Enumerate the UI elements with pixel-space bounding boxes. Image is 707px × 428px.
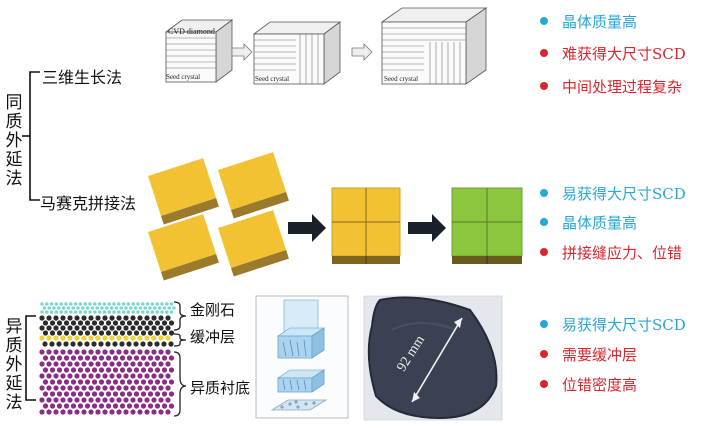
bullet-3d-1-dot (540, 17, 548, 25)
bullet-hetero-1-dot (540, 320, 548, 328)
diamond-wafer-photo (363, 295, 503, 421)
bullet-hetero-2-dot (540, 350, 548, 358)
bullet-mosaic-3-dot (540, 248, 548, 256)
bullet-mosaic-2: 晶体质量高 (562, 214, 638, 232)
homoepitaxy-label: 同质外延法 (5, 93, 23, 189)
method-mosaic-label: 马赛克拼接法 (40, 194, 137, 213)
seed-crystal-label-3: Seed crystal (384, 75, 419, 83)
heteroepitaxy-label: 异质外延法 (5, 317, 23, 413)
bullet-mosaic-3: 拼接缝应力、位错 (562, 244, 683, 262)
bullet-hetero-1: 易获得大尺寸SCD (562, 316, 686, 334)
bullet-3d-1: 晶体质量高 (562, 13, 638, 31)
seed-crystal-label-1: Seed crystal (166, 73, 201, 81)
mosaic-tiles (148, 152, 289, 281)
method-3d-growth-label: 三维生长法 (42, 68, 123, 87)
bullet-mosaic-2-dot (540, 218, 548, 226)
bullet-mosaic-1: 易获得大尺寸SCD (562, 185, 686, 203)
atomic-lattice (39, 302, 176, 415)
mosaic-arrow-1 (288, 214, 326, 242)
bullet-hetero-3-dot (540, 380, 548, 388)
bullet-3d-3: 中间处理过程复杂 (562, 78, 683, 96)
3d-growth-block-3 (380, 7, 488, 85)
mosaic-assembled (331, 187, 401, 264)
3d-growth-arrow-2 (351, 43, 373, 61)
layer-buffer-label: 缓冲层 (190, 328, 236, 346)
mosaic-grown (451, 187, 523, 264)
bullet-hetero-3: 位错密度高 (562, 376, 638, 394)
bullet-3d-3-dot (540, 82, 548, 90)
bullet-hetero-2: 需要缓冲层 (562, 346, 638, 364)
bullet-dots (540, 17, 548, 388)
bullet-mosaic-1-dot (540, 189, 548, 197)
3d-growth-block-2 (252, 21, 342, 85)
hetero-bracket (25, 315, 36, 401)
growth-stages-panel (255, 295, 349, 419)
layer-substrate-label: 异质衬底 (190, 379, 251, 397)
layer-braces (173, 301, 187, 417)
cvd-diamond-label: CVD diamond (168, 27, 215, 36)
mosaic-arrow-2 (408, 214, 446, 242)
bullet-3d-2: 难获得大尺寸SCD (562, 45, 686, 63)
homo-bracket (29, 71, 40, 201)
seed-crystal-label-2: Seed crystal (255, 75, 290, 83)
bullet-3d-2-dot (540, 49, 548, 57)
layer-diamond-label: 金刚石 (190, 301, 236, 319)
3d-growth-arrow-1 (231, 43, 253, 61)
3d-growth-block-1 (164, 19, 234, 83)
